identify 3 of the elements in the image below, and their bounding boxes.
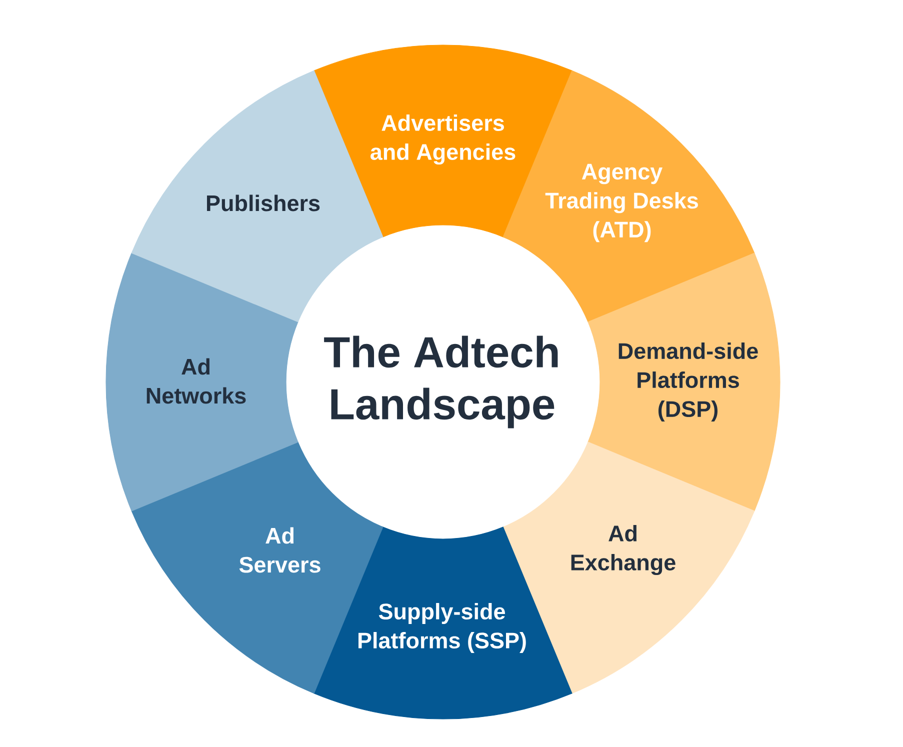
title: The Adtech Landscape bbox=[324, 336, 558, 428]
ring-segment: Demand-side Platforms (DSP) bbox=[588, 252, 780, 512]
ring-segment: Ad Networks bbox=[106, 252, 298, 512]
